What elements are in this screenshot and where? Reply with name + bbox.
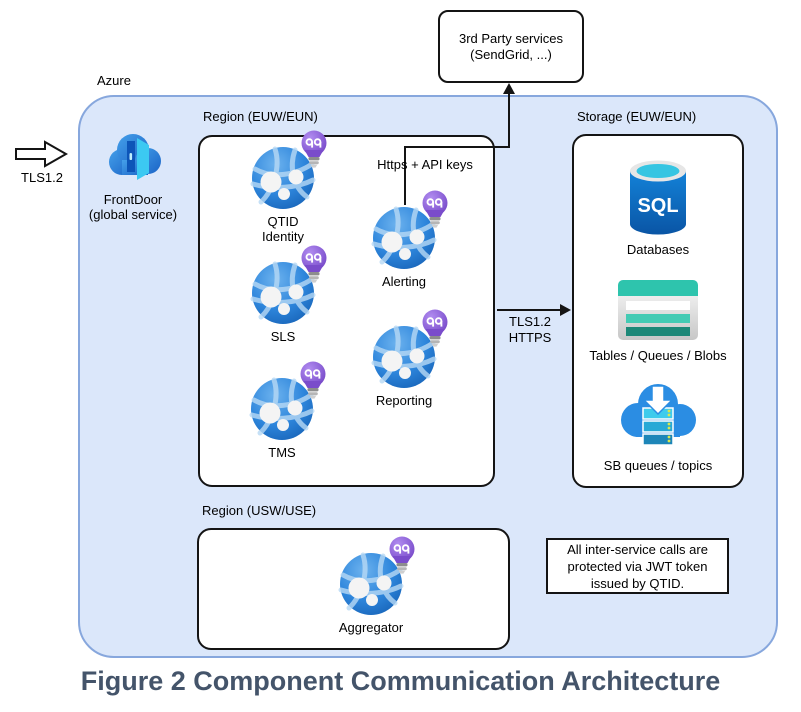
region-usw-label: Region (USW/USE) — [202, 503, 317, 518]
storage-item-label: SB queues / topics — [603, 458, 713, 473]
app-service-globe-icon — [340, 553, 402, 615]
storage-item-tables: Tables / Queues / Blobs — [572, 278, 744, 363]
arrowhead-right-icon — [560, 304, 571, 316]
connector-thirdparty-vertical — [508, 93, 510, 148]
region-euw-box — [198, 135, 495, 487]
app-service-icon — [233, 244, 328, 326]
sql-text: SQL — [637, 195, 678, 217]
service-aggregator: Aggregator — [321, 533, 421, 635]
storage-item-label: Tables / Queues / Blobs — [589, 348, 727, 363]
connector-region-storage — [497, 309, 561, 311]
service-label: QTID Identity — [262, 214, 304, 244]
frontdoor-label: FrontDoor — [103, 192, 163, 207]
storage-label: Storage (EUW/EUN) — [577, 109, 697, 124]
app-service-icon — [233, 129, 328, 211]
figure-caption: Figure 2 Component Communication Archite… — [80, 666, 721, 696]
block-arrow-right-icon — [15, 140, 68, 168]
app-service-icon — [321, 535, 416, 617]
service-label: Aggregator — [338, 620, 404, 635]
tls-https-label: TLS1.2 HTTPS — [508, 314, 552, 345]
third-party-services-box: 3rd Party services (SendGrid, ...) — [438, 10, 584, 83]
frontdoor-sublabel: (global service) — [88, 207, 178, 222]
service-sls: SLS — [233, 242, 333, 344]
app-service-globe-icon — [251, 378, 313, 440]
service-bus-cloud-icon — [621, 384, 696, 446]
frontdoor-service: FrontDoor (global service) — [73, 128, 193, 222]
app-service-icon — [354, 308, 449, 390]
service-reporting: Reporting — [354, 306, 454, 408]
app-service-globe-icon — [252, 147, 314, 209]
app-service-globe-icon — [373, 326, 435, 388]
service-qtid-identity: QTID Identity — [233, 127, 333, 244]
app-service-icon — [232, 360, 327, 442]
storage-item-label: Databases — [626, 242, 690, 257]
app-service-globe-icon — [373, 207, 435, 269]
https-api-keys-label: Https + API keys — [377, 157, 473, 172]
service-label: TMS — [268, 445, 296, 460]
connector-alerting-vertical — [404, 148, 406, 205]
storage-item-databases: SQL Databases — [572, 158, 744, 257]
azure-label: Azure — [97, 73, 131, 88]
app-service-globe-icon — [252, 262, 314, 324]
region-euw-label: Region (EUW/EUN) — [203, 109, 318, 124]
service-label: Reporting — [375, 393, 433, 408]
sql-database-icon: SQL — [630, 160, 686, 235]
jwt-note-box: All inter-service calls are protected vi… — [546, 538, 729, 594]
arrowhead-up-icon — [503, 83, 515, 94]
third-party-label: 3rd Party services (SendGrid, ...) — [458, 30, 564, 62]
service-label: Alerting — [381, 274, 427, 289]
app-service-icon — [354, 189, 449, 271]
table-storage-icon — [618, 280, 698, 340]
service-alerting: Alerting — [354, 187, 454, 289]
ingress-tls-label: TLS1.2 — [21, 170, 63, 185]
service-tms: TMS — [232, 358, 332, 460]
service-label: SLS — [270, 329, 296, 344]
cloud-door-icon — [109, 134, 161, 180]
connector-alerting-horizontal — [404, 146, 510, 148]
storage-item-servicebus: SB queues / topics — [572, 378, 744, 473]
jwt-note-text: All inter-service calls are protected vi… — [567, 541, 708, 591]
